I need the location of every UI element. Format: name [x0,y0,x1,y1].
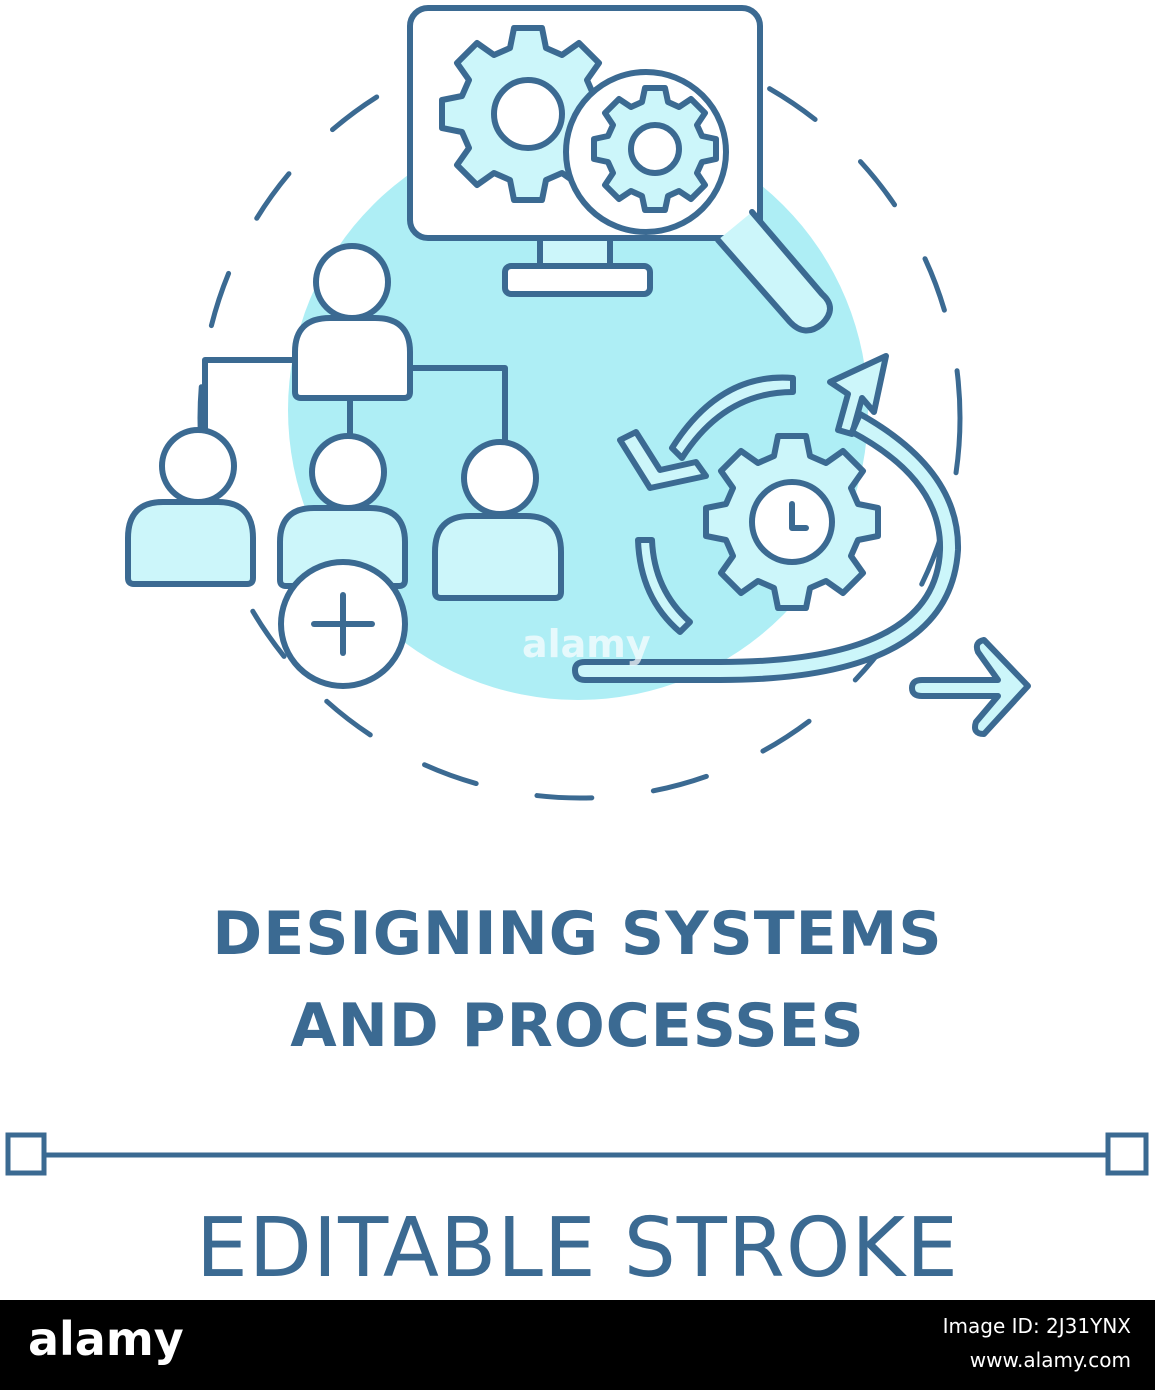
person-icon [125,427,256,587]
person-icon [432,439,564,601]
site-url[interactable]: www.alamy.com [969,1348,1131,1372]
magnifier-icon [563,69,833,334]
footer-bar: alamy Image ID: 2J31YNX www.alamy.com [0,1300,1155,1390]
image-id: Image ID: 2J31YNX [942,1314,1131,1338]
org-chart-icon [202,357,508,443]
concept-icon-card: alamy DESIGNING SYSTEMS AND PROCESSES ED… [5,5,1149,1296]
title-line-1: DESIGNING SYSTEMS [212,899,943,969]
concept-illustration [5,5,1149,1176]
person-icon [277,433,408,589]
add-icon [278,559,408,689]
watermark: alamy [522,622,651,666]
editable-stroke-line [5,1132,1149,1176]
brand-logo[interactable]: alamy [28,1312,184,1366]
arrow-right-icon [909,637,1031,737]
cycle-arrows-icon [572,353,962,683]
title-line-2: AND PROCESSES [290,991,865,1061]
editable-stroke-label: EDITABLE STROKE [195,1201,959,1296]
clock-gear-icon [703,433,881,611]
person-icon [292,243,413,401]
